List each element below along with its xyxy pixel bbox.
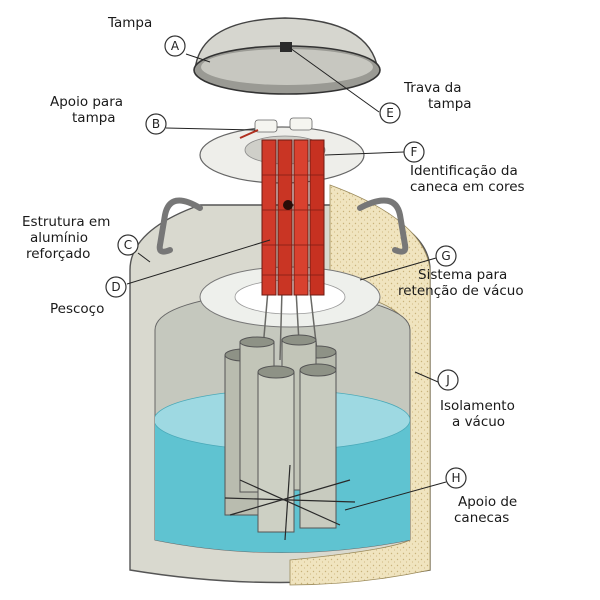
canister-color-handles (261, 139, 325, 296)
marker-c: C (117, 234, 139, 256)
svg-text:H: H (451, 471, 460, 485)
svg-text:F: F (411, 145, 418, 159)
label-c-line-1: Estrutura em (22, 214, 110, 230)
svg-text:B: B (152, 117, 160, 131)
marker-j: J (437, 369, 459, 391)
marker-d: D (105, 276, 127, 298)
marker-g: G (435, 245, 457, 267)
label-c-line-3: reforçado (26, 246, 90, 262)
svg-text:C: C (124, 238, 132, 252)
left-handle (156, 197, 203, 255)
marker-h: H (445, 467, 467, 489)
leader-lines (126, 47, 447, 511)
label-h-line-2: canecas (454, 510, 509, 526)
label-b-line-1: Apoio para (50, 94, 123, 110)
label-a-line-1: Tampa (107, 15, 152, 31)
label-e-line-1: Trava da (403, 80, 461, 96)
label-h-line-1: Apoio de (458, 494, 517, 510)
canisters (224, 334, 337, 533)
marker-e: E (379, 102, 401, 124)
marker-f: F (403, 141, 425, 163)
svg-text:E: E (386, 106, 394, 120)
label-b-line-2: tampa (72, 110, 116, 126)
label-f-line-2: caneca em cores (410, 179, 525, 195)
label-g-line-1: Sistema para (418, 267, 507, 283)
svg-text:J: J (445, 373, 450, 387)
label-g-line-2: retenção de vácuo (398, 283, 524, 299)
marker-a: A (164, 35, 186, 57)
label-d-line-1: Pescoço (50, 301, 104, 317)
canister-support (224, 464, 356, 541)
lid-support (239, 117, 313, 139)
right-handle (357, 197, 409, 255)
svg-text:G: G (441, 249, 450, 263)
label-e-line-2: tampa (428, 96, 472, 112)
lid (193, 17, 381, 95)
svg-text:D: D (111, 280, 120, 294)
marker-b: B (145, 113, 167, 135)
label-f-line-1: Identificação da (410, 163, 518, 179)
label-j-line-2: a vácuo (452, 414, 505, 430)
label-c-line-2: alumínio (30, 230, 88, 246)
svg-text:A: A (171, 39, 180, 53)
label-j-line-1: Isolamento (440, 398, 515, 414)
lid-lock-icon (280, 42, 292, 52)
